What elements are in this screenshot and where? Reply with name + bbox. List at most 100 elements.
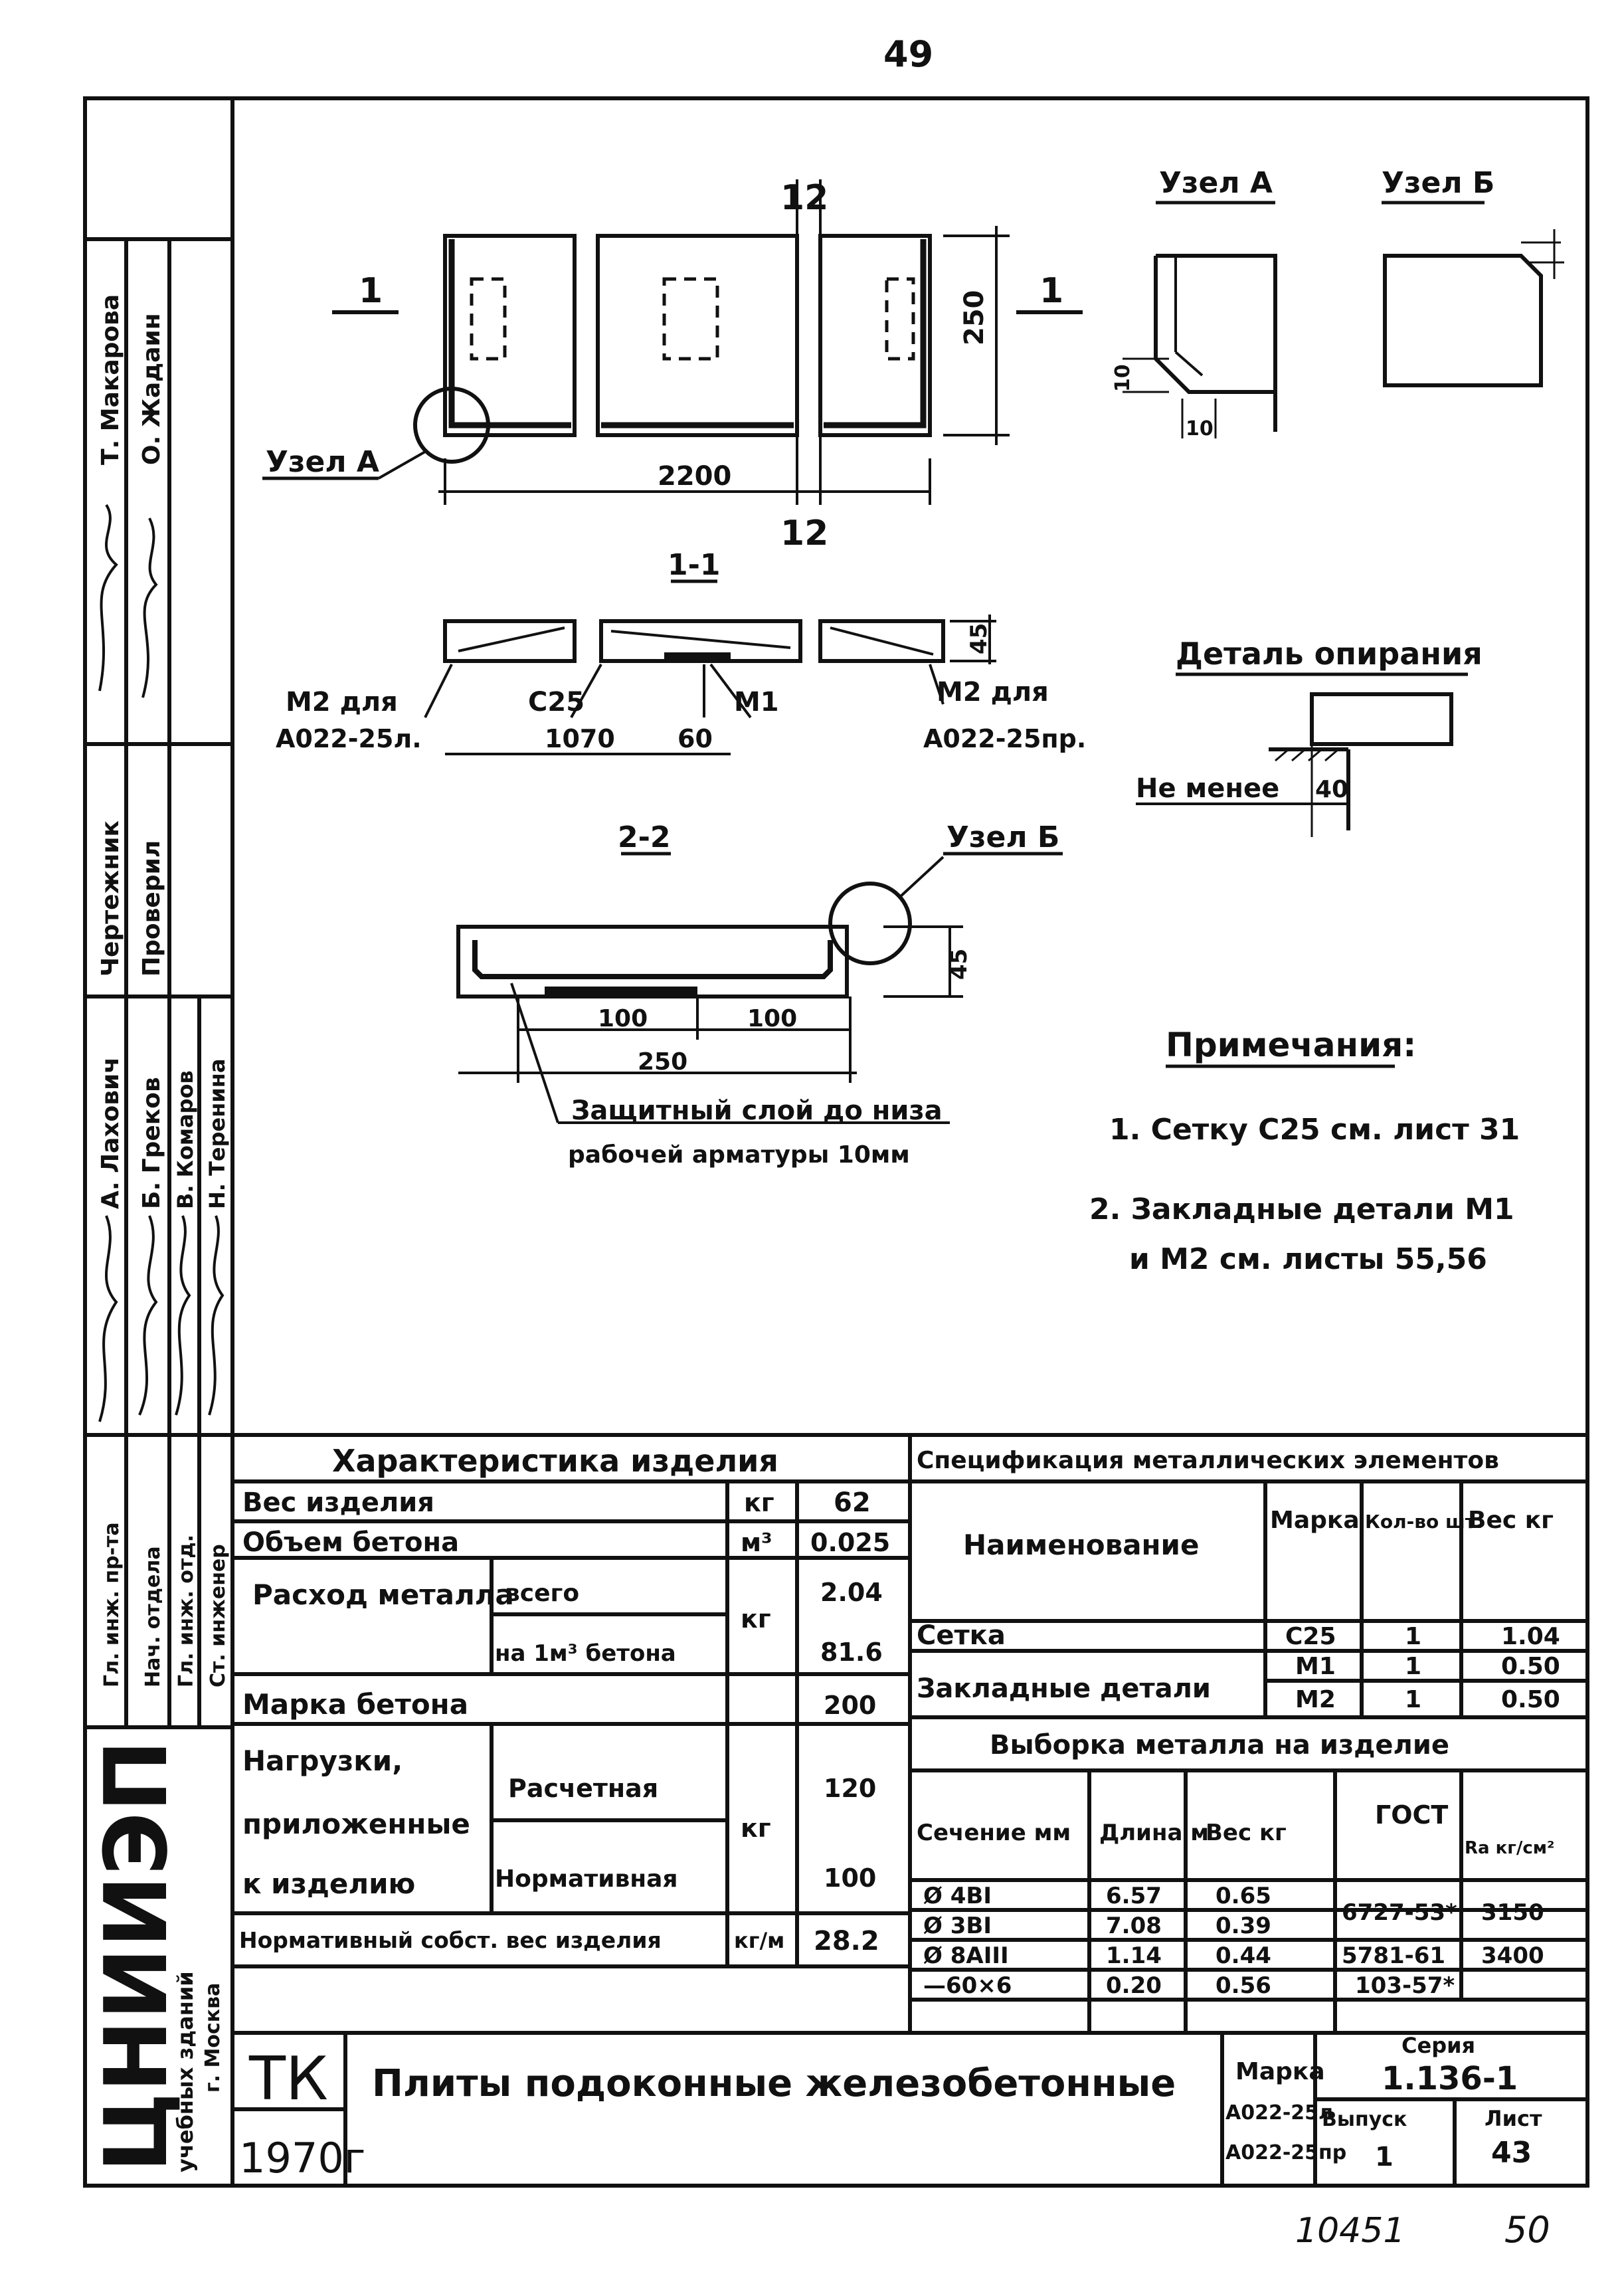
- sel-r1-gost: 6727-53*: [1342, 1899, 1457, 1926]
- section-1-1: [424, 615, 996, 755]
- stamp-komarov: В. Комаров: [173, 1070, 198, 1209]
- char-volume-value: 0.025: [810, 1528, 890, 1557]
- m2-left-line2: А022-25л.: [276, 724, 422, 753]
- stamp-dept-head: Нач. отдела: [141, 1546, 165, 1687]
- sel-r3-section: Ø 8AIII: [923, 1943, 1009, 1969]
- char-concrete-value: 200: [824, 1691, 876, 1720]
- char-load-unit: кг: [741, 1814, 771, 1843]
- year: 1970г: [239, 2134, 365, 2182]
- sel-r1-section: Ø 4BI: [923, 1883, 992, 1909]
- section-2-2: [456, 856, 963, 1124]
- char-title: Характеристика изделия: [332, 1443, 778, 1479]
- stamp-zhadain: О. Жадаин: [138, 313, 165, 465]
- char-load-3: к изделию: [242, 1867, 415, 1900]
- spec-r2-qty: 1: [1405, 1653, 1421, 1680]
- page-number-bottom: 50: [1504, 2209, 1550, 2251]
- stamp-grekov: Б. Греков: [138, 1077, 165, 1209]
- product-name: Плиты подоконные железобетонные: [372, 2062, 1176, 2105]
- series-label: Серия: [1401, 2033, 1475, 2058]
- sel-r1-ra: 3150: [1481, 1899, 1544, 1926]
- spec-r2-weight: 0.50: [1501, 1653, 1560, 1680]
- char-load-2: приложенные: [242, 1808, 470, 1840]
- org-sub2: г. Москва: [201, 1983, 225, 2093]
- char-metal-unit: кг: [741, 1604, 771, 1634]
- org-logo: ЦНИИЭП: [86, 1740, 187, 2172]
- spec-r2-name: Закладные детали: [917, 1673, 1211, 1704]
- note-2-line1: 2. Закладные детали М1: [1089, 1192, 1514, 1226]
- stamp-makarova: Т. Макарова: [97, 294, 124, 465]
- sel-r2-section: Ø 3BI: [923, 1913, 992, 1939]
- sel-r2-weight: 0.39: [1216, 1913, 1271, 1939]
- sel-r3-gost: 5781-61: [1342, 1943, 1445, 1969]
- cover-line1: Защитный слой до низа: [571, 1095, 943, 1126]
- dim-10-a: 10: [1111, 364, 1134, 392]
- spec-h-weight: Вес кг: [1468, 1507, 1554, 1534]
- marka-label: Марка: [1235, 2058, 1325, 2085]
- spec-title: Спецификация металлических элементов: [917, 1447, 1499, 1474]
- support-detail: [1136, 692, 1453, 837]
- char-metal-value2: 81.6: [820, 1638, 883, 1667]
- sel-r3-ra: 3400: [1481, 1943, 1544, 1969]
- sel-r4-weight: 0.56: [1216, 1972, 1271, 1999]
- dim-250: 250: [638, 1048, 687, 1076]
- char-volume-unit: м³: [741, 1528, 772, 1557]
- marka-1: А022-25л: [1225, 2101, 1333, 2125]
- char-load-1: Нагрузки,: [242, 1745, 403, 1777]
- issue-value: 1: [1375, 2142, 1394, 2172]
- stamp-senior-engineer: Ст. инженер: [207, 1544, 230, 1687]
- sel-r3-length: 1.14: [1106, 1943, 1162, 1969]
- m1-label: М1: [734, 687, 779, 717]
- c25-label: С25: [528, 687, 585, 717]
- node-a-label: Узел А: [266, 445, 379, 479]
- spec-r1-qty: 1: [1405, 1623, 1421, 1650]
- spec-h-name: Наименование: [963, 1529, 1199, 1561]
- plan-dim-12-top: 12: [780, 178, 828, 218]
- dim-100-b: 100: [747, 1005, 797, 1032]
- sel-h-weight: Вес кг: [1206, 1820, 1287, 1846]
- not-less-label: Не менее: [1136, 773, 1279, 804]
- series-value: 1.136-1: [1382, 2060, 1518, 2097]
- sel-h-gost: ГОСТ: [1375, 1800, 1448, 1830]
- char-load-sub1: Расчетная: [508, 1774, 658, 1803]
- cover-line2: рабочей арматуры 10мм: [568, 1141, 910, 1169]
- sel-h-length: Длина м: [1099, 1820, 1209, 1846]
- dim-10-b: 10: [1186, 417, 1214, 440]
- sheet-value: 43: [1491, 2136, 1532, 2170]
- spec-r3-qty: 1: [1405, 1686, 1421, 1713]
- stamp-chief-eng-project: Гл. инж. пр-та: [100, 1522, 124, 1687]
- support-title: Деталь опирания: [1176, 636, 1483, 672]
- char-volume: Объем бетона: [242, 1527, 459, 1558]
- spec-h-qty: Кол-во шт.: [1365, 1511, 1483, 1533]
- spec-r1-name: Сетка: [917, 1620, 1006, 1651]
- spec-r1-weight: 1.04: [1501, 1623, 1560, 1650]
- node-b-title: Узел Б: [1382, 166, 1494, 200]
- sel-r4-gost: 103-57*: [1355, 1972, 1455, 1999]
- char-weight-unit: кг: [744, 1488, 774, 1517]
- stamp-lakhovich: А. Лахович: [97, 1057, 124, 1209]
- m2-right-line1: М2 для: [937, 677, 1049, 708]
- signatures: [98, 504, 225, 1422]
- note-2-line2: и М2 см. листы 55,56: [1129, 1242, 1487, 1276]
- char-load-sub2: Нормативная: [495, 1865, 678, 1893]
- length-2200: 2200: [658, 461, 731, 492]
- stamp-drafter: Чертежник: [97, 820, 124, 977]
- char-load-value1: 120: [824, 1774, 876, 1803]
- sheet-frame: [83, 96, 1589, 2188]
- plan-view: [332, 179, 1083, 505]
- char-load-value2: 100: [824, 1863, 876, 1893]
- dim-45-sec2: 45: [946, 949, 972, 980]
- archive-number: 10451: [1295, 2211, 1405, 2251]
- char-metal-sub1: всего: [505, 1580, 579, 1607]
- issue-label: Выпуск: [1322, 2108, 1407, 2131]
- m2-left-line1: М2 для: [286, 687, 398, 717]
- section-1-1-title: 1-1: [668, 548, 721, 582]
- sel-r4-section: —60×6: [923, 1972, 1012, 1999]
- spec-r1-mark: С25: [1285, 1623, 1336, 1650]
- node-b-label: Узел Б: [947, 820, 1059, 854]
- sel-r2-length: 7.08: [1106, 1913, 1162, 1939]
- sheet-label: Лист: [1485, 2106, 1542, 2131]
- dim-100-a: 100: [598, 1005, 648, 1032]
- char-metal-value1: 2.04: [820, 1578, 883, 1607]
- height-250: 250: [959, 290, 990, 346]
